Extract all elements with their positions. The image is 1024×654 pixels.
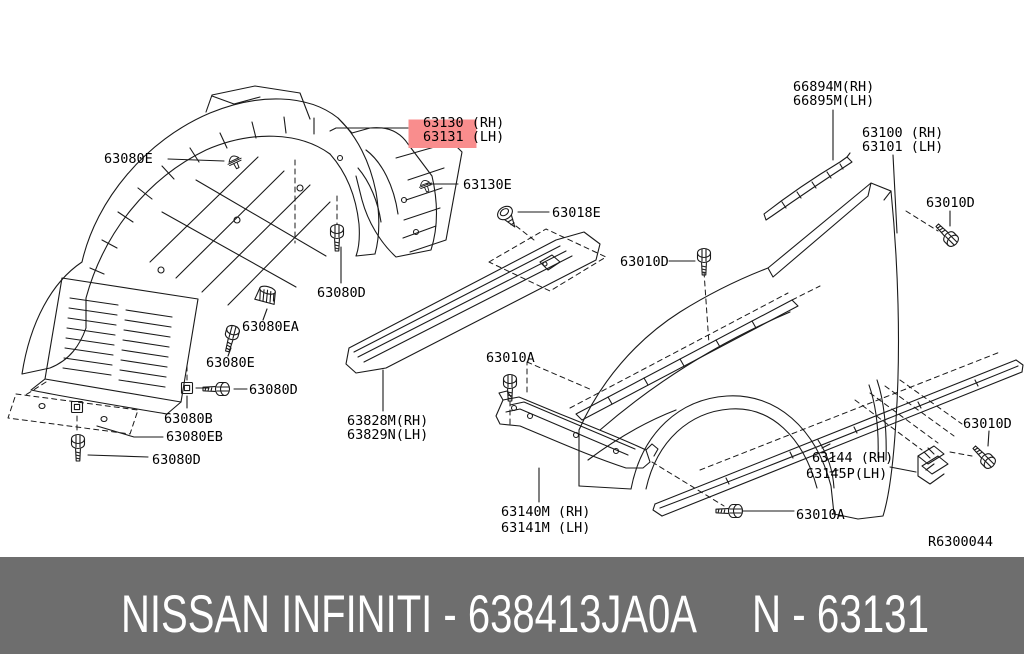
- part-label-66895m-lh[interactable]: 66895M(LH): [793, 93, 874, 109]
- part-label-63010d-top[interactable]: 63010D: [926, 195, 975, 211]
- leader-lines: [87, 109, 990, 512]
- part-label-63080ea[interactable]: 63080EA: [242, 319, 299, 335]
- part-label-63140m-rh[interactable]: 63140M (RH): [501, 504, 590, 520]
- part-label-63080d-right[interactable]: 63080D: [249, 382, 298, 398]
- part-label-63080d-mid[interactable]: 63080D: [317, 285, 366, 301]
- part-label-63828m-rh[interactable]: 63828M(RH): [347, 413, 428, 429]
- diagram-ref-code: R6300044: [928, 534, 993, 550]
- front-strip-drawing: [569, 285, 821, 421]
- footer-bar: [0, 557, 1024, 654]
- selected-part-highlight: [408, 119, 477, 148]
- part-label-66894m-rh[interactable]: 66894M(RH): [793, 79, 874, 95]
- part-label-63080eb[interactable]: 63080EB: [166, 429, 223, 445]
- hidden-lines-right: [703, 210, 939, 345]
- part-label-63080e-top[interactable]: 63080E: [104, 151, 153, 167]
- part-label-63141m-lh[interactable]: 63141M (LH): [501, 520, 590, 536]
- footer-part-ref: N - 63131: [752, 585, 929, 644]
- part-label-63829n-lh[interactable]: 63829N(LH): [347, 427, 428, 443]
- footer-brand-part-number: NISSAN INFINITI - 638413JA0A: [121, 585, 697, 644]
- part-label-63100-rh[interactable]: 63100 (RH): [862, 125, 943, 141]
- part-label-63010a-mid[interactable]: 63010A: [486, 350, 535, 366]
- hidden-lines-left: [7, 159, 607, 435]
- part-label-63010a-low[interactable]: 63010A: [796, 507, 845, 523]
- fender-cover-drawing: [345, 231, 601, 374]
- sealing-strip-drawing: [763, 152, 853, 221]
- skirt-hole: [100, 415, 108, 423]
- part-label-63145p-lh[interactable]: 63145P(LH): [806, 466, 887, 482]
- part-label-63080e-low[interactable]: 63080E: [206, 355, 255, 371]
- part-label-63130-rh[interactable]: 63130 (RH): [423, 115, 504, 131]
- part-label-63080d-bottom[interactable]: 63080D: [152, 452, 201, 468]
- part-label-63101-lh[interactable]: 63101 (LH): [862, 139, 943, 155]
- sill-strip-drawing: [652, 351, 1024, 517]
- part-label-63010d-mid[interactable]: 63010D: [620, 254, 669, 270]
- part-label-63018e[interactable]: 63018E: [552, 205, 601, 221]
- skirt-hole: [38, 402, 46, 410]
- fender-drawing: [578, 182, 900, 520]
- part-label-63144-rh[interactable]: 63144 (RH): [812, 450, 893, 466]
- part-label-63080b[interactable]: 63080B: [164, 411, 213, 427]
- part-label-63010d-low[interactable]: 63010D: [963, 416, 1012, 432]
- fender-protector-drawing: [21, 85, 463, 415]
- part-label-63130e[interactable]: 63130E: [463, 177, 512, 193]
- fender-bracket-drawing: [854, 379, 973, 485]
- fender-stay-drawing: [495, 361, 725, 507]
- part-label-63131-lh[interactable]: 63131 (LH): [423, 129, 504, 145]
